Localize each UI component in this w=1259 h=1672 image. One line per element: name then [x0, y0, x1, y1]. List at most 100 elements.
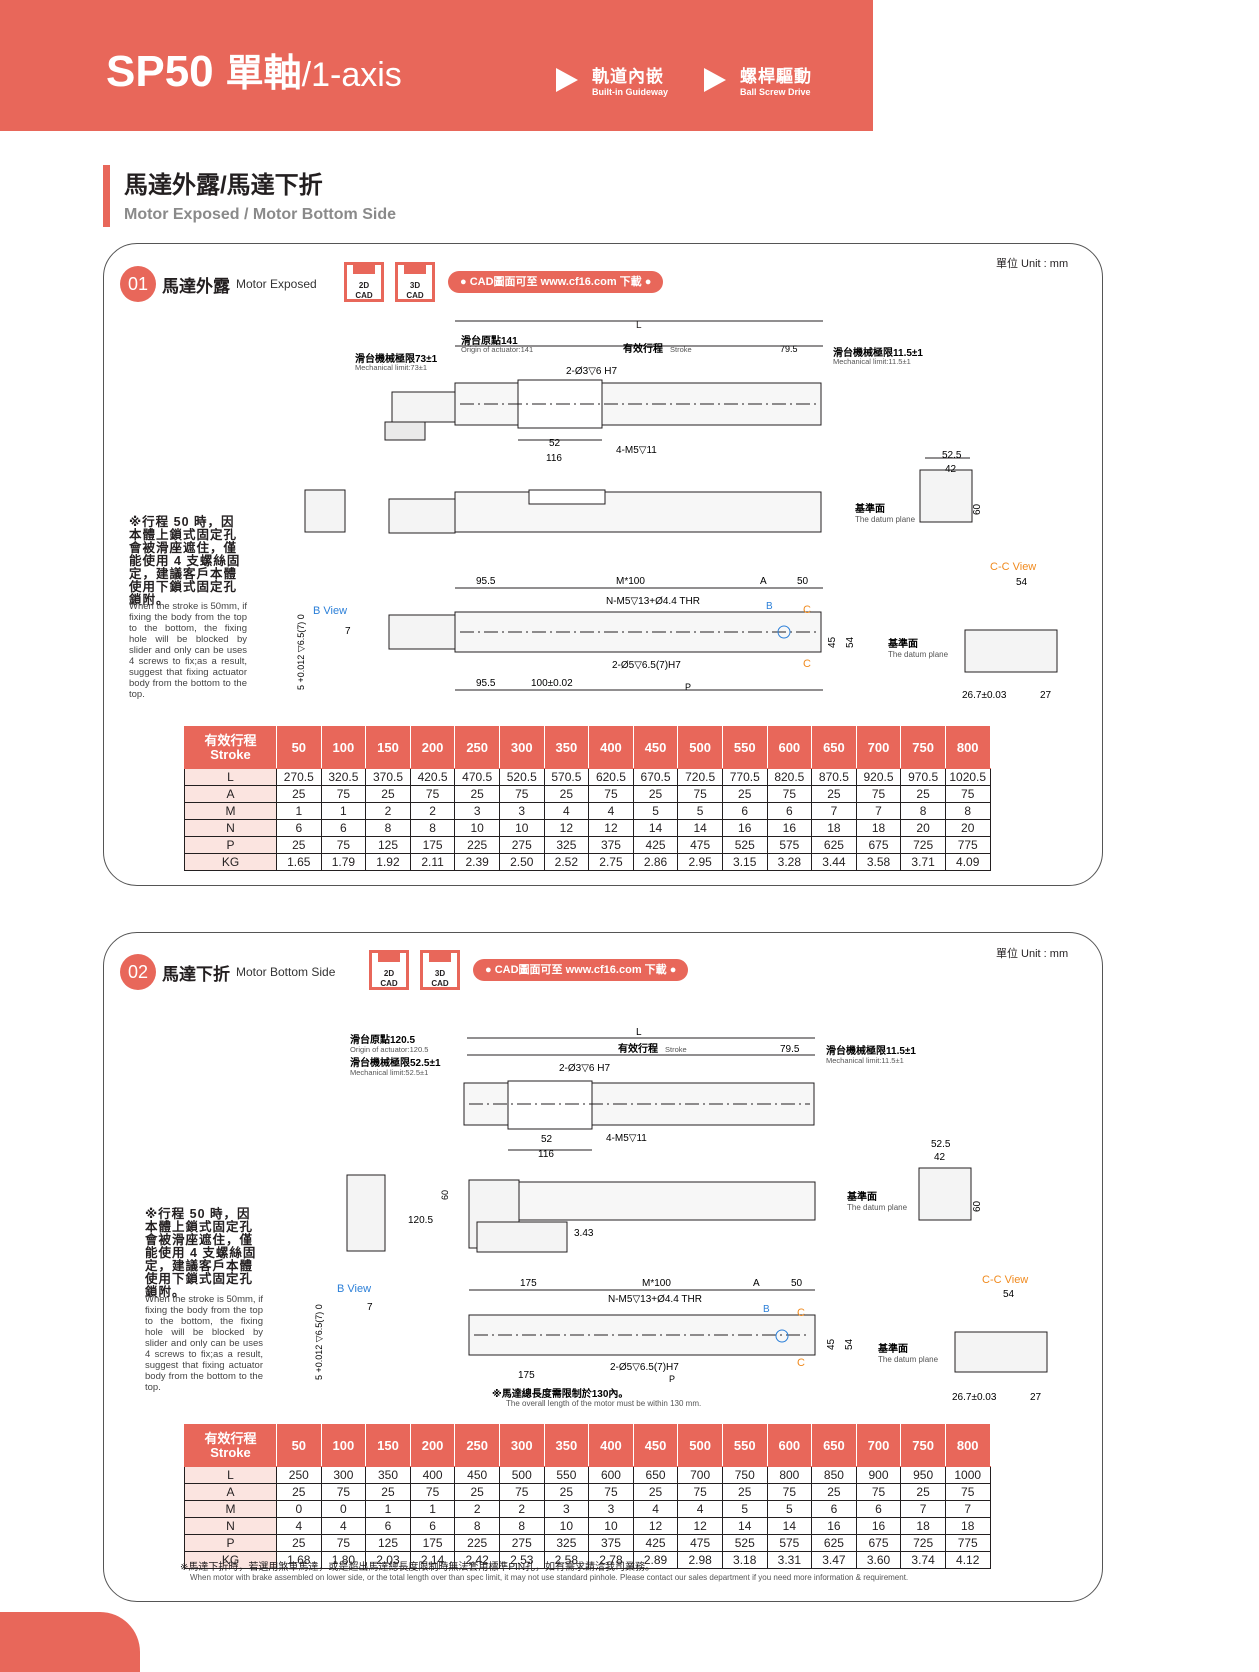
table-cell: 75	[498, 1483, 545, 1501]
cc-section	[954, 1331, 1048, 1373]
table-cell: 75	[320, 1534, 367, 1552]
row-label: KG	[184, 1551, 277, 1569]
table-cell: 4	[320, 1517, 367, 1535]
table-cell: 3.47	[811, 1551, 857, 1569]
end-view	[919, 469, 973, 523]
table-cell: 425	[632, 1534, 679, 1552]
b-view-label: B View	[313, 605, 347, 617]
table-cell: 6	[365, 1517, 411, 1535]
table-cell: 2.89	[632, 1551, 679, 1569]
panel-1-label: 01 馬達外露 Motor Exposed	[120, 266, 317, 302]
table-cell: 800	[766, 1466, 813, 1484]
table-cell: 1020.5	[944, 768, 991, 786]
table-cell: 2	[454, 1500, 500, 1518]
panel-title-zh: 馬達外露	[162, 276, 230, 296]
mech-left-zh: 滑台機械極限52.5±1	[350, 1056, 441, 1069]
table-cell: 720.5	[677, 768, 723, 786]
motor-connector	[384, 421, 426, 441]
table-cell: 225	[454, 1534, 500, 1552]
row-label: P	[184, 836, 277, 854]
cad-2d-button[interactable]: 2D CAD	[344, 262, 384, 302]
side-body	[468, 1181, 816, 1221]
table-cell: 2.11	[409, 853, 456, 871]
table-cell: 1000	[944, 1466, 991, 1484]
c-marker-top: C	[803, 604, 811, 616]
table-cell: 2.86	[632, 853, 679, 871]
table-cell: 18	[900, 1517, 946, 1535]
stroke-en: Stroke	[665, 1045, 687, 1054]
stroke-value: 450	[632, 726, 679, 769]
stroke-header-zh: 有效行程	[204, 732, 257, 748]
pin-holes-label: 2-Ø5▽6.5(7)H7	[610, 1362, 679, 1373]
feature-zh: 螺桿驅動	[740, 67, 812, 86]
dim-45: 45	[826, 1338, 837, 1350]
feature-en: Ball Screw Drive	[740, 87, 811, 97]
table-cell: 16	[855, 1517, 902, 1535]
table-cell: 16	[811, 1517, 857, 1535]
dim-52-5: 52.5	[931, 1139, 951, 1150]
footer-note: ※馬達下折時，若選用煞車馬達，或是超出馬達總長度限制時無法套用標準PIN孔，如有…	[180, 1558, 908, 1582]
table-cell: 25	[365, 1483, 411, 1501]
panel-motor-bottom	[103, 932, 1103, 1602]
cc-view-label: C-C View	[982, 1274, 1028, 1286]
dim-54: 54	[845, 636, 856, 648]
b-view-label: B View	[337, 1283, 371, 1295]
stroke-value: 800	[944, 726, 991, 769]
table-cell: 1	[365, 1500, 411, 1518]
stroke-value: 550	[721, 1424, 768, 1467]
table-cell: 5	[721, 1500, 768, 1518]
dim-A: A	[760, 576, 767, 587]
cad-3d-button[interactable]: 3D CAD	[395, 262, 435, 302]
motor-body	[391, 391, 459, 423]
table-cell: 500	[498, 1466, 545, 1484]
cad-download-link[interactable]: ● CAD圖面可至 www.cf16.com 下載 ●	[473, 959, 689, 981]
mech-left-zh: 滑台機械極限73±1	[355, 352, 438, 365]
table-cell: 18	[811, 819, 857, 837]
cad-download-link[interactable]: ● CAD圖面可至 www.cf16.com 下載 ●	[448, 271, 664, 293]
stroke-value: 650	[811, 1424, 857, 1467]
cc-dim-54: 54	[1016, 577, 1028, 588]
table-cell: 14	[721, 1517, 768, 1535]
panel-title-en: Motor Exposed	[236, 277, 317, 291]
table-cell: 2.98	[677, 1551, 723, 1569]
stroke-value: 300	[498, 1424, 545, 1467]
table-cell: 725	[900, 836, 946, 854]
table-cell: 75	[766, 1483, 813, 1501]
motor-length-note-en: The overall length of the motor must be …	[506, 1399, 701, 1408]
table-cell: 550	[543, 1466, 590, 1484]
cad-2d-button[interactable]: 2D CAD	[369, 950, 409, 990]
table-cell: 25	[543, 785, 590, 803]
cad-3d-button[interactable]: 3D CAD	[420, 950, 460, 990]
stroke-value: 650	[811, 726, 857, 769]
m5-hole-label: 4-M5▽11	[606, 1133, 647, 1144]
table-cell: 2.50	[498, 853, 545, 871]
dim-116: 116	[546, 453, 562, 464]
table-cell: 75	[677, 1483, 723, 1501]
row-label: KG	[184, 853, 277, 871]
datum-zh: 基準面	[846, 1190, 877, 1203]
table-cell: 6	[855, 1500, 902, 1518]
table-cell: 4	[276, 1517, 322, 1535]
mech-right-en: Mechanical limit:11.5±1	[826, 1056, 904, 1065]
table-cell: 3.31	[766, 1551, 813, 1569]
table-cell: 1.92	[365, 853, 411, 871]
stroke-value: 250	[454, 1424, 500, 1467]
table-cell: 570.5	[543, 768, 590, 786]
dim-52-5: 52.5	[942, 450, 962, 461]
table-cell: 6	[811, 1500, 857, 1518]
table-cell: 2.03	[365, 1551, 411, 1569]
row-label: A	[184, 785, 277, 803]
table-cell: 3	[543, 1500, 590, 1518]
table-cell: 475	[677, 1534, 723, 1552]
stroke-value: 450	[632, 1424, 679, 1467]
table-cell: 18	[855, 819, 902, 837]
table-cell: 25	[276, 1483, 322, 1501]
table-cell: 75	[944, 1483, 991, 1501]
feature-zh: 軌道內嵌	[592, 67, 664, 86]
cc-datum-zh: 基準面	[877, 1342, 908, 1355]
cc-dim-26-7: 26.7±0.03	[952, 1392, 997, 1403]
side-view-bottom	[346, 1167, 972, 1253]
